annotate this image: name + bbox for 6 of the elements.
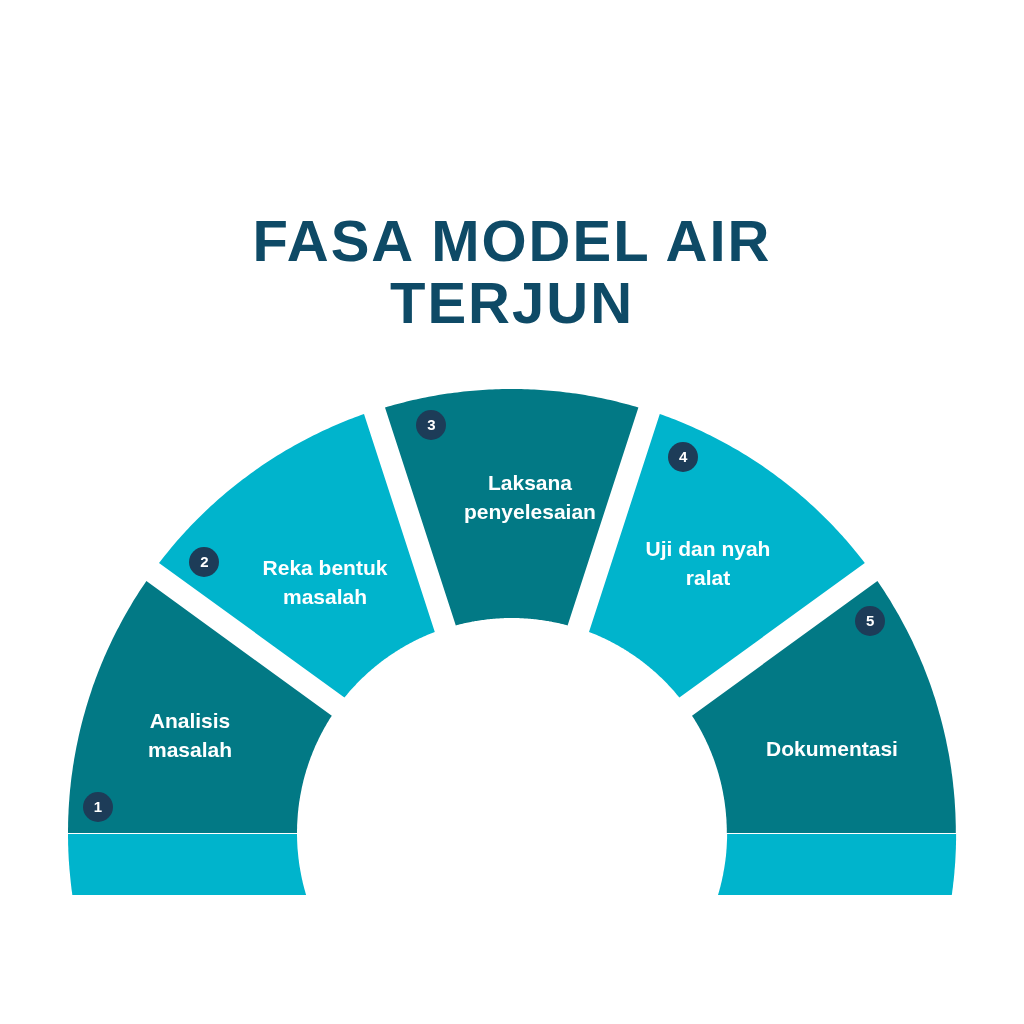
phase-label: Dokumentasi [766, 736, 898, 760]
phase-label: Uji dan nyah ralat [645, 537, 771, 589]
title: FASA MODEL AIR TERJUN [252, 208, 772, 335]
phase-label: Reka bentuk masalah [262, 556, 388, 608]
phase-label: Analisis masalah [147, 709, 233, 761]
phase-label: Laksana penyelesaian [464, 471, 596, 523]
